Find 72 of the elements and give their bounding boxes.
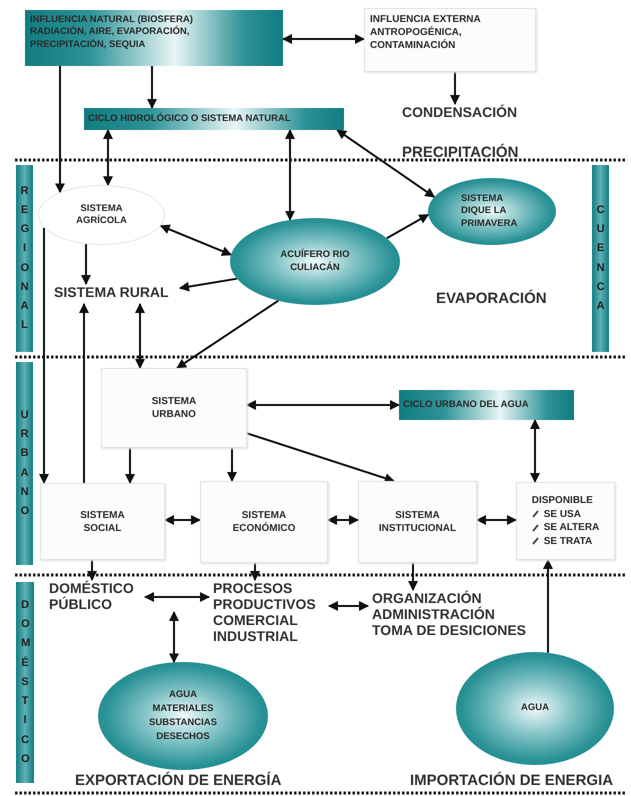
list-item-label: SE USA: [544, 508, 581, 521]
arrow: [250, 563, 260, 581]
band-label: URBANO: [20, 408, 28, 519]
banner-box: [84, 108, 344, 130]
node-label: SISTEMA RURAL: [50, 284, 180, 304]
side-band: [16, 582, 34, 783]
band-label: REGIONAL: [20, 184, 28, 334]
region-label: EVAPORACIÓN: [436, 290, 547, 307]
band-label: DOMÉSTICO: [21, 598, 29, 767]
arrow: [179, 278, 238, 292]
list-item-label: SE ALTERA: [544, 521, 600, 534]
arrow: [144, 592, 210, 602]
arrow: [336, 129, 436, 198]
band-label: CUENCA: [596, 202, 604, 314]
arrow: [246, 432, 395, 483]
arrow: [327, 515, 359, 525]
side-band: [592, 165, 609, 352]
arrow: [328, 601, 369, 611]
arrow: [39, 228, 49, 484]
node-label: CONDENSACIÓN: [398, 104, 538, 124]
box-label: INFLUENCIA NATURAL (BIOSFERA) RADIACIÓN, AIRE, EVAPORACIÓN, PRECIPITACIÓN, SEQUIA: [30, 14, 194, 52]
ellipse-label: ACUÍFERO RIO CULIACÁN: [279, 249, 351, 274]
banner-box: [25, 10, 283, 66]
arrow: [476, 515, 517, 525]
arrow: [285, 129, 295, 221]
arrow: [164, 515, 201, 525]
node-label: DOMÉSTICO PÚBLICO: [45, 580, 145, 616]
ellipse-label: SISTEMA DIQUE LA PRIMAVERA: [461, 192, 518, 230]
arrow: [450, 72, 460, 105]
arrow: [81, 244, 91, 285]
node-label: ORGANIZACIÓN ADMINISTRACIÓN TOMA DE DESICIONES: [368, 590, 534, 644]
box-label: DISPONIBLE: [532, 494, 593, 508]
arrow: [408, 563, 418, 591]
ellipse-label: AGUA MATERIALES SUBSTANCIAS DESECHOS: [148, 688, 218, 744]
process-box: [200, 481, 328, 563]
arrow: [227, 448, 237, 482]
arrow: [169, 611, 179, 664]
box-label: CICLO URBANO DEL AGUA: [403, 398, 529, 412]
arrow: [135, 303, 145, 369]
arrow: [282, 34, 365, 44]
process-box: [358, 481, 477, 563]
arrow: [543, 559, 553, 653]
box-label: SISTEMA SOCIAL: [79, 508, 126, 534]
arrow: [176, 300, 279, 369]
arrow: [147, 66, 157, 109]
process-box: [516, 482, 615, 560]
arrow: [160, 224, 232, 256]
ellipse-label: SISTEMA AGRÍCOLA: [75, 202, 128, 228]
box-label: SISTEMA INSTITUCIONAL: [378, 509, 458, 535]
arrow: [125, 448, 135, 484]
arrow: [103, 129, 113, 186]
box-label: SISTEMA URBANO: [150, 395, 198, 421]
node-label: PROCESOS PRODUCTIVOS COMERCIAL INDUSTRIAL: [209, 580, 329, 656]
arrow: [530, 419, 540, 483]
ellipse-label: AGUA: [521, 702, 549, 715]
ellipse-caption: EXPORTACIÓN DE ENERGÍA: [75, 772, 282, 789]
side-band: [16, 362, 33, 565]
box-label: SISTEMA ECONÓMICO: [232, 509, 296, 535]
arrow: [87, 560, 97, 581]
process-box: [40, 483, 165, 560]
region-label: PRECIPITACIÓN: [402, 144, 518, 161]
ellipse-caption: IMPORTACIÓN DE ENERGIA: [410, 772, 614, 789]
arrow: [79, 303, 89, 483]
arrow: [246, 400, 400, 410]
process-box: [364, 8, 536, 72]
arrow: [55, 66, 65, 194]
arrow: [386, 214, 430, 240]
box-label: INFLUENCIA EXTERNA ANTROPOGÉNICA, CONTAMINACIÓN: [370, 13, 482, 52]
process-box: [101, 368, 247, 448]
banner-box: [399, 390, 574, 420]
side-band: [16, 165, 33, 352]
list-item-label: SE TRATA: [544, 534, 592, 548]
